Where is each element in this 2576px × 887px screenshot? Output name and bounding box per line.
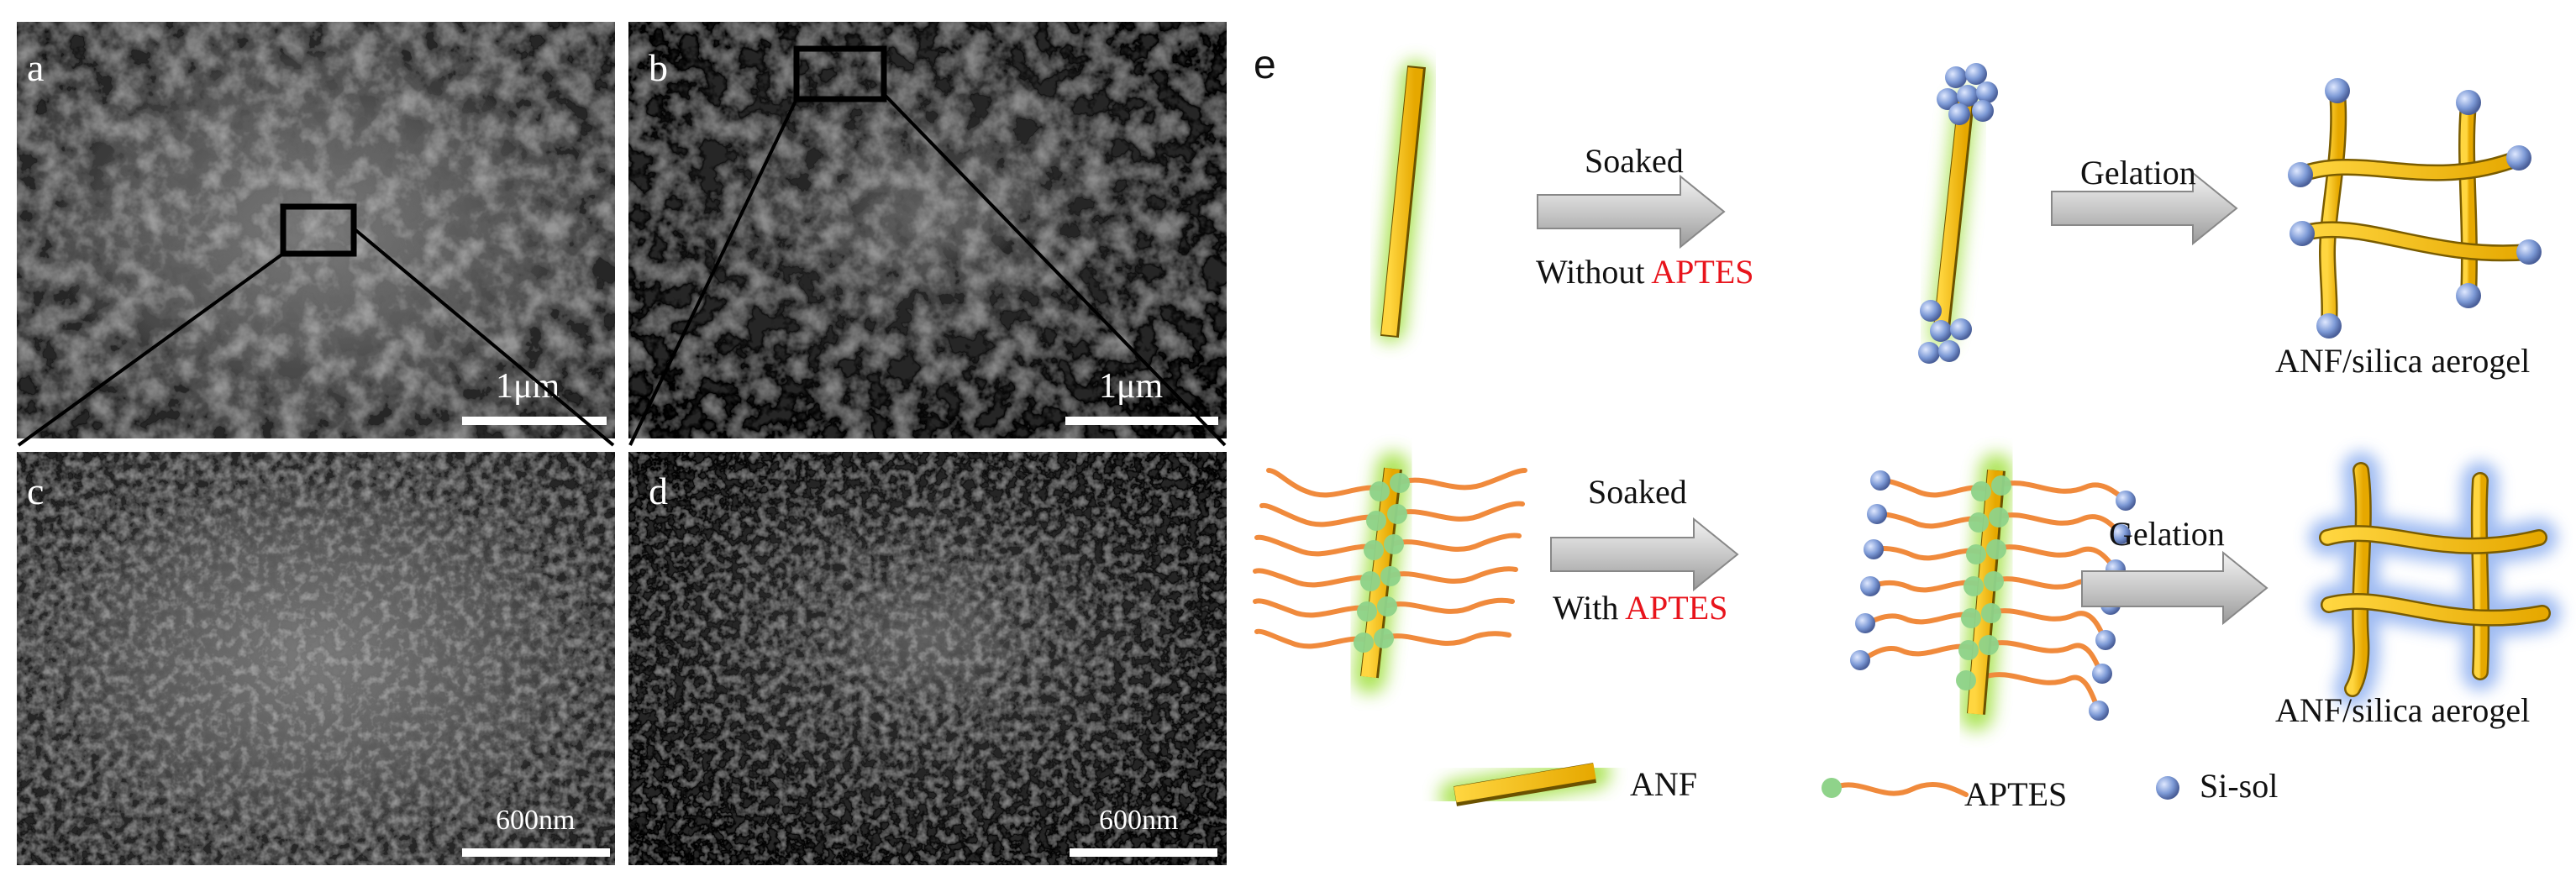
legend-anf-label: ANF	[1630, 765, 1698, 803]
sem-image-b	[628, 22, 1227, 438]
aerogel-network-2	[2309, 452, 2561, 707]
sem-image-a	[17, 22, 615, 438]
aerogel-network-1	[2288, 78, 2542, 339]
sem-panel-b: b 1μm	[628, 22, 1227, 438]
legend-anf-icon	[1439, 757, 1611, 812]
zoom-line-a-left	[17, 252, 285, 447]
sem-panel-d: d 600nm	[628, 452, 1227, 865]
schematic-drawing	[1253, 60, 2561, 812]
anf-aptes-sisol	[1850, 454, 2136, 731]
aptes-nodes-1	[1354, 473, 1410, 653]
zoom-line-b-right	[882, 92, 1227, 447]
row2-result-label: ANF/silica aerogel	[2275, 691, 2531, 729]
scale-text-b: 1μm	[1099, 367, 1164, 406]
row2-soaked-label: Soaked	[1588, 473, 1687, 511]
scale-bar-c	[462, 848, 610, 857]
arrow-soaked-with	[1550, 517, 1739, 592]
scale-bar-b	[1065, 417, 1218, 425]
panel-label-b: b	[649, 46, 668, 89]
scale-bar-a	[462, 417, 607, 425]
zoom-line-a-right	[352, 227, 615, 447]
scale-bar-d	[1070, 848, 1217, 857]
row1-gelation-label: Gelation	[2080, 154, 2196, 192]
row1-aptes-highlight: APTES	[1651, 253, 1754, 291]
arrow-gelation-2	[2081, 550, 2268, 626]
arrow-soaked-without	[1537, 174, 1726, 249]
row2-with-prefix: With	[1553, 589, 1626, 627]
anf-with-aptes	[1253, 452, 1527, 694]
row1-result-label: ANF/silica aerogel	[2275, 342, 2531, 380]
scale-text-c: 600nm	[496, 805, 576, 836]
arrow-gelation-1	[2051, 171, 2238, 246]
scale-text-d: 600nm	[1099, 805, 1179, 836]
sem-image-c	[17, 452, 615, 865]
legend-sisol-label: Si-sol	[2200, 767, 2279, 805]
panel-label-c: c	[27, 470, 45, 512]
zoom-connectors	[17, 92, 1227, 447]
schematic-panel-e: e Soaked Without APTES Gelation ANF/sili…	[1235, 0, 2576, 883]
anf-fiber-bare	[1375, 60, 1431, 343]
aptes-chains-left-1	[1253, 468, 1527, 649]
zoom-line-b-left	[628, 98, 798, 446]
panel-label-d: d	[649, 470, 668, 512]
panel-label-e: e	[1254, 43, 1276, 87]
row1-soaked-label: Soaked	[1585, 142, 1684, 180]
anf-fiber-with-sisol-ends	[1918, 63, 1998, 364]
row2-aptes-highlight: APTES	[1625, 589, 1728, 627]
sisol-attached-2	[1850, 470, 2136, 721]
aptes-nodes-2	[1956, 475, 2011, 690]
sem-image-d	[628, 452, 1227, 865]
zoom-box-b	[793, 45, 887, 102]
legend-aptes-icon	[1822, 778, 1969, 798]
sisol-cluster-bottom	[1918, 300, 1972, 364]
sem-panel-a: a 1μm	[17, 22, 615, 438]
row2-with-aptes-label: With APTES	[1553, 588, 1727, 627]
legend-aptes-label: APTES	[1964, 775, 2068, 813]
sem-panel-c: c 600nm	[17, 452, 615, 865]
row1-without-prefix: Without	[1536, 253, 1652, 291]
row2-gelation-label: Gelation	[2109, 515, 2225, 553]
panel-label-a: a	[27, 46, 45, 89]
row1-without-aptes-label: Without APTES	[1536, 252, 1754, 291]
legend-sisol-icon	[2156, 776, 2179, 800]
sisol-cluster-top	[1937, 63, 1998, 125]
sisol-crosslinks-1	[2288, 78, 2542, 339]
